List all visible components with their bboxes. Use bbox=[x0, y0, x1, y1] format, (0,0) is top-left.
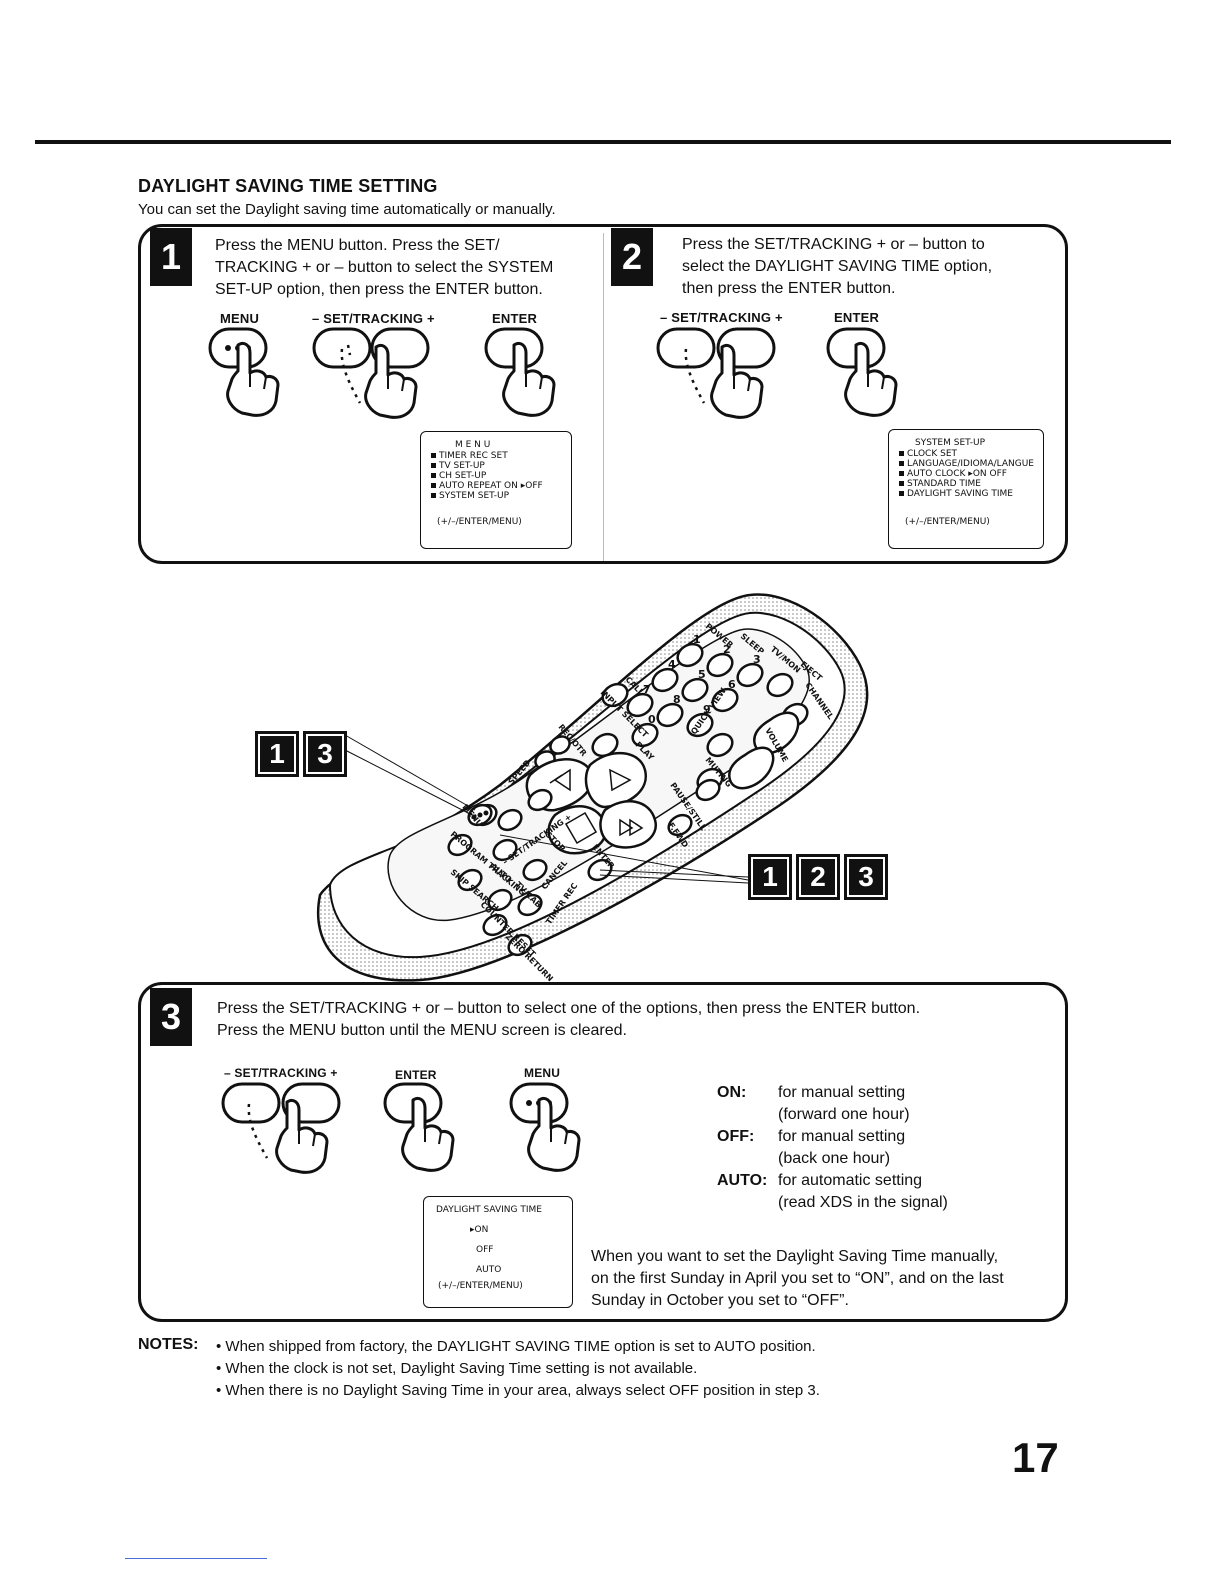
digit-9: 9 bbox=[703, 703, 711, 716]
note-item: • When there is no Daylight Saving Time … bbox=[216, 1382, 820, 1399]
option-on: ON: for manual setting(forward one hour) bbox=[717, 1084, 910, 1123]
minus-button bbox=[656, 327, 716, 369]
digit-3: 3 bbox=[753, 653, 761, 666]
manual-setting-note: When you want to set the Daylight Saving… bbox=[591, 1248, 1004, 1309]
digit-6: 6 bbox=[728, 678, 736, 691]
enter-button-label: ENTER bbox=[395, 1068, 437, 1082]
options-list: ON: for manual setting(forward one hour)… bbox=[717, 1082, 948, 1214]
system-setup-osd-screen: SYSTEM SET-UP CLOCK SET LANGUAGE/IDIOMA/… bbox=[888, 429, 1044, 549]
notes-list: • When shipped from factory, the DAYLIGH… bbox=[216, 1336, 820, 1402]
top-rule bbox=[35, 140, 1171, 144]
step-3-badge: 3 bbox=[150, 988, 192, 1046]
enter-button-label: ENTER bbox=[492, 311, 538, 326]
set-tracking-label: – SET/TRACKING + bbox=[312, 311, 435, 326]
step-3-button-illustration bbox=[221, 1082, 581, 1174]
step-1-text: Press the MENU button. Press the SET/ TR… bbox=[215, 237, 554, 298]
footer-link-underline bbox=[125, 1558, 267, 1559]
menu-osd-screen: M E N U TIMER REC SET TV SET-UP CH SET-U… bbox=[420, 431, 572, 549]
digit-0: 0 bbox=[648, 713, 656, 726]
enter-button-label: ENTER bbox=[834, 310, 880, 325]
step-2-text: Press the SET/TRACKING + or – button to … bbox=[682, 236, 993, 297]
page-number: 17 bbox=[1012, 1434, 1059, 1481]
option-auto: AUTO: for automatic setting(read XDS in … bbox=[717, 1172, 948, 1211]
note-item: • When the clock is not set, Daylight Sa… bbox=[216, 1360, 698, 1377]
digit-1: 1 bbox=[693, 633, 701, 646]
tag-step-3: 3 bbox=[303, 731, 347, 777]
set-tracking-label: – SET/TRACKING + bbox=[224, 1066, 338, 1080]
tag-step-1: 1 bbox=[255, 731, 299, 777]
remote-control-illustration: POWER SLEEP TV/MON EJECT CALL INPUT SELE… bbox=[316, 593, 869, 983]
daylight-saving-osd-screen: DAYLIGHT SAVING TIME ▸ON OFF AUTO (+/–/E… bbox=[423, 1196, 573, 1308]
digit-2: 2 bbox=[723, 643, 731, 656]
number-keypad bbox=[534, 642, 809, 793]
set-tracking-label: – SET/TRACKING + bbox=[660, 310, 783, 325]
remote-menu-button bbox=[471, 810, 489, 820]
notes-label: NOTES: bbox=[138, 1336, 199, 1353]
menu-button-label: MENU bbox=[220, 311, 260, 326]
section-title: DAYLIGHT SAVING TIME SETTING bbox=[138, 176, 438, 196]
remote-tag-right: 1 2 3 bbox=[748, 854, 888, 900]
note-item: • When shipped from factory, the DAYLIGH… bbox=[216, 1338, 816, 1355]
remote-tag-left: 1 3 bbox=[255, 731, 347, 777]
tag-step-1: 1 bbox=[748, 854, 792, 900]
digit-5: 5 bbox=[698, 668, 706, 681]
minus-button bbox=[312, 327, 372, 369]
menu-button-label: MENU bbox=[524, 1066, 561, 1080]
tag-step-2: 2 bbox=[796, 854, 840, 900]
section-subtitle: You can set the Daylight saving time aut… bbox=[138, 201, 556, 218]
minus-button bbox=[221, 1082, 281, 1124]
tag-step-3: 3 bbox=[844, 854, 888, 900]
step-2-button-illustration bbox=[656, 327, 898, 419]
digit-8: 8 bbox=[673, 693, 681, 706]
digit-7: 7 bbox=[643, 683, 651, 696]
step-1-button-illustration bbox=[208, 327, 556, 419]
step-divider bbox=[603, 233, 604, 561]
digit-labels: 1 2 3 4 5 6 7 8 9 0 bbox=[643, 633, 761, 726]
step-2-badge: 2 bbox=[611, 228, 653, 286]
step-3-text: Press the SET/TRACKING + or – button to … bbox=[217, 1000, 921, 1039]
option-off: OFF: for manual setting(back one hour) bbox=[717, 1128, 906, 1167]
step-1-badge: 1 bbox=[150, 228, 192, 286]
digit-4: 4 bbox=[668, 658, 676, 671]
